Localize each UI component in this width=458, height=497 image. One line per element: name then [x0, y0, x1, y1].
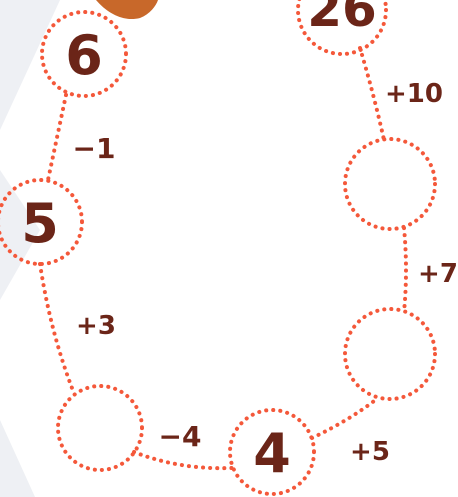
operation-minus-one: −1 [73, 132, 116, 165]
circle-bottom-left[interactable] [58, 386, 142, 470]
circle-right-upper[interactable] [345, 139, 435, 229]
path-6-to-5 [48, 95, 66, 180]
path-right-upper-to-26 [360, 48, 384, 140]
circle-top-left-value: 6 [65, 24, 103, 87]
operation-plus-three: +3 [76, 311, 116, 341]
operation-plus-seven: +7 [418, 259, 458, 289]
path-5-to-bottom-left [40, 264, 72, 388]
path-bottom-left-to-4 [134, 452, 232, 468]
operation-minus-four: −4 [159, 420, 202, 453]
circle-bottom-middle-value: 4 [253, 422, 291, 485]
circle-right-lower[interactable] [345, 309, 435, 399]
circle-left-middle-value: 5 [21, 192, 59, 255]
operation-plus-five: +5 [350, 437, 390, 467]
circle-top-right-value: 26 [307, 0, 377, 38]
path-4-to-right-lower [312, 398, 378, 438]
path-right-lower-to-right-upper [404, 228, 406, 312]
operation-plus-ten: +10 [385, 79, 443, 109]
